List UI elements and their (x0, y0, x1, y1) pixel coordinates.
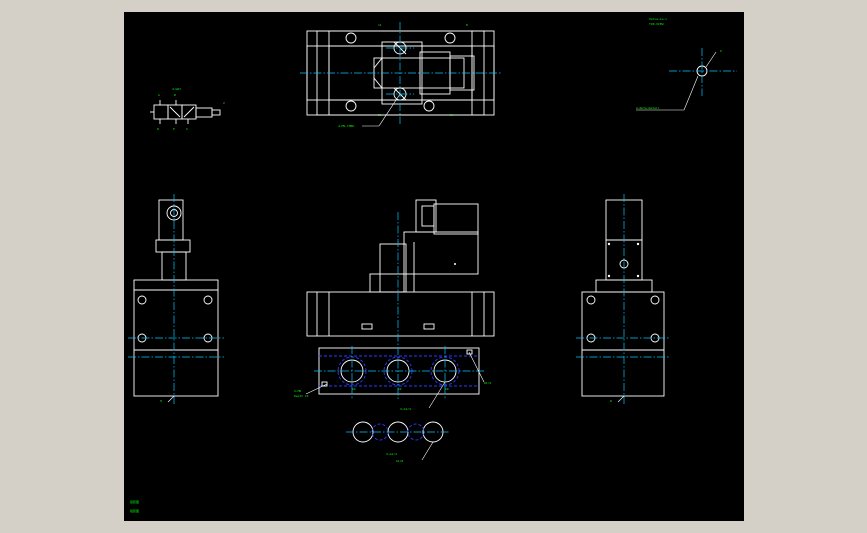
top-view: 4—M5—THRU 11 8 21 16 (300, 22, 502, 128)
front-left-callout: 2—M6 (294, 389, 301, 393)
symbol-coil: 2 (223, 101, 225, 105)
right-side-view: W (576, 194, 670, 404)
cad-drawing: 4—M5—THRU 11 8 21 16 4—WAY A B R P S 2 (128, 17, 737, 513)
detail-label-1: Valve—Lo—l (649, 17, 667, 21)
valve-symbol: 4—WAY A B R P S 2 (150, 87, 225, 131)
front-view: 2—M6 Depth 10 3—G1/4 R1/4 14 12 10 (294, 199, 495, 411)
right-view-dim: W (610, 399, 612, 403)
detail-view: Valve—Lo—l TOP—VIEW 6 A—Note—Detail (636, 17, 737, 111)
footer-text-1: 组装图 (130, 499, 139, 504)
front-port-c: 10 (445, 387, 449, 391)
symbol-title: 4—WAY (172, 87, 181, 91)
symbol-port-a: A (158, 93, 160, 97)
symbol-port-p: P (173, 127, 175, 131)
top-view-dim-d: 16 (450, 113, 454, 117)
front-port-a: 14 (352, 387, 356, 391)
top-view-dim-a: 11 (378, 23, 382, 27)
port-detail: 3—G1/4 G1/8 (346, 421, 450, 463)
top-view-dim-c: 21 (378, 113, 382, 117)
front-left-callout-2: Depth 10 (294, 394, 309, 398)
cad-drawing-viewport[interactable]: 4—M5—THRU 11 8 21 16 4—WAY A B R P S 2 (124, 12, 744, 521)
front-mid-callout: 3—G1/4 (400, 407, 411, 411)
top-view-callout: 4—M5—THRU (338, 124, 354, 128)
ports-callout-2: G1/8 (396, 459, 403, 463)
detail-label-2: TOP—VIEW (649, 22, 664, 26)
front-port-b: 12 (398, 387, 402, 391)
left-view-dim: H (160, 399, 162, 403)
symbol-port-s: S (186, 127, 188, 131)
footer-text-2: 组装图 (130, 508, 139, 513)
symbol-port-r: R (157, 127, 159, 131)
front-right-callout: R1/4 (484, 381, 491, 385)
left-side-view: H (128, 194, 224, 404)
detail-callout: 6 (720, 49, 722, 53)
top-view-dim-b: 8 (466, 23, 468, 27)
symbol-port-b: B (174, 93, 176, 97)
ports-callout: 3—G1/4 (386, 452, 397, 456)
detail-leader-label: A—Note—Detail (636, 106, 660, 110)
